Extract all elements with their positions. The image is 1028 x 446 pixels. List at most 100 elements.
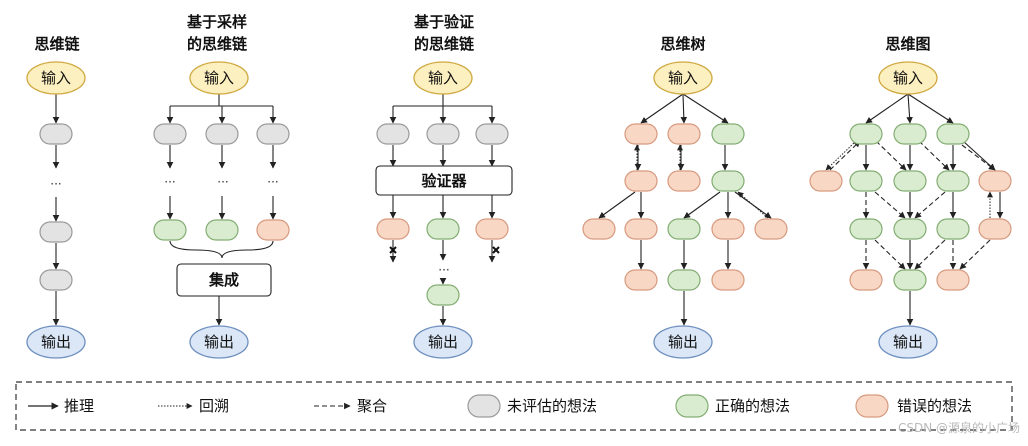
got-agg-0 bbox=[829, 140, 861, 171]
cot-thought-1 bbox=[39, 123, 73, 145]
tot-edge-input-l1-2 bbox=[682, 93, 729, 124]
tot-l4-0 bbox=[624, 269, 658, 291]
verify-thought-final bbox=[426, 284, 460, 306]
tot-l1-1 bbox=[667, 123, 701, 145]
tot-l4-1 bbox=[667, 269, 701, 291]
title-self-consistency-line1: 基于采样 bbox=[186, 13, 247, 31]
verify-reject-mark-right bbox=[492, 246, 500, 254]
got-l3-1 bbox=[893, 218, 927, 240]
got-edge-input-l1-0 bbox=[865, 93, 909, 124]
input-label-sc: 输入 bbox=[204, 69, 234, 87]
output-label-sc: 输出 bbox=[204, 333, 234, 351]
output-label-verify: 输出 bbox=[428, 333, 458, 351]
got-edge-l1a-l2-0 bbox=[825, 140, 857, 171]
got-output-node bbox=[878, 325, 938, 359]
output-label-cot: 输出 bbox=[41, 333, 71, 351]
legend-unevaluated-swatch bbox=[467, 394, 501, 418]
tot-edge-input-l1-1 bbox=[680, 93, 688, 124]
tot-l3-2 bbox=[667, 218, 701, 240]
legend-correct-label: 正确的想法 bbox=[715, 397, 790, 415]
got-agg-4 bbox=[874, 191, 906, 219]
verify-thought-top-2 bbox=[475, 123, 509, 145]
tot-edge-input-l1-0 bbox=[640, 93, 684, 124]
legend-backtrack-label: 回溯 bbox=[199, 397, 229, 415]
title-chain-of-thought: 思维链 bbox=[34, 35, 80, 53]
verify-thought-top-1 bbox=[426, 123, 460, 145]
got-input-node bbox=[878, 61, 938, 95]
cot-thought-2 bbox=[39, 221, 73, 243]
legend-wrong-label: 错误的想法 bbox=[897, 397, 972, 415]
watermark: CSDN @源泉的小广场 bbox=[898, 420, 1020, 435]
got-agg-2 bbox=[918, 140, 950, 171]
tot-output-node bbox=[653, 325, 713, 359]
tot-l3-4 bbox=[754, 218, 788, 240]
legend-reasoning-label: 推理 bbox=[64, 397, 94, 415]
legend-frame bbox=[15, 381, 1013, 431]
ensemble-box bbox=[176, 263, 272, 297]
input-label-cot: 输入 bbox=[41, 69, 71, 87]
boxes-layer bbox=[176, 165, 513, 297]
got-l2-4 bbox=[978, 170, 1012, 192]
sc-thought-top-0 bbox=[153, 123, 187, 145]
got-agg-3 bbox=[961, 144, 996, 171]
sc-brace-left bbox=[169, 240, 223, 259]
nodes-layer bbox=[26, 61, 1012, 359]
tot-l2-1 bbox=[667, 170, 701, 192]
got-agg-1 bbox=[875, 140, 907, 171]
sc-input-node bbox=[189, 61, 249, 95]
input-label-verify: 输入 bbox=[428, 69, 458, 87]
tot-l1-2 bbox=[711, 123, 745, 145]
verify-thought-bottom-2 bbox=[475, 218, 509, 240]
verify-input-node bbox=[413, 61, 473, 95]
title-tree-of-thought: 思维树 bbox=[660, 35, 705, 53]
got-l3-3 bbox=[978, 218, 1012, 240]
edges-layer bbox=[52, 93, 1004, 326]
got-l3-2 bbox=[936, 218, 970, 240]
got-l3-0 bbox=[849, 218, 883, 240]
tot-l4-2 bbox=[711, 269, 745, 291]
got-l2-0 bbox=[809, 170, 843, 192]
verify-thought-bottom-1 bbox=[426, 218, 460, 240]
output-label-tot: 输出 bbox=[668, 333, 698, 351]
got-l2-2 bbox=[893, 170, 927, 192]
sc-thought-bottom-0 bbox=[153, 219, 187, 241]
got-l1-2 bbox=[936, 123, 970, 145]
got-agg-6 bbox=[874, 239, 906, 270]
legend: 推理 回溯 聚合 未评估的想法 正确的想法 错误的想法 bbox=[15, 381, 1013, 431]
input-label-tot: 输入 bbox=[668, 69, 698, 87]
sc-thought-top-2 bbox=[256, 123, 290, 145]
verify-thought-bottom-0 bbox=[376, 218, 410, 240]
title-self-consistency-line2: 的思维链 bbox=[187, 35, 248, 53]
got-edge-input-l1-2 bbox=[907, 93, 954, 124]
got-agg-8 bbox=[959, 239, 991, 270]
got-l4-1 bbox=[893, 269, 927, 291]
output-label-got: 输出 bbox=[893, 333, 923, 351]
legend-aggregate-label: 聚合 bbox=[357, 397, 387, 415]
tot-l2-2 bbox=[711, 170, 745, 192]
sc-thought-bottom-1 bbox=[205, 219, 239, 241]
ensemble-label: 集成 bbox=[208, 271, 239, 289]
ellipsis-cot: ··· bbox=[50, 177, 61, 191]
sc-output-node bbox=[189, 325, 249, 359]
verify-reject-mark-left bbox=[389, 246, 397, 254]
legend-correct-swatch bbox=[675, 394, 709, 418]
sc-thought-bottom-2 bbox=[256, 219, 290, 241]
ellipsis-sc-left: ··· bbox=[164, 175, 175, 189]
got-l2-1 bbox=[849, 170, 883, 192]
tot-backtrack-2 bbox=[737, 191, 769, 219]
tot-edge-l2c-l3-2 bbox=[683, 191, 721, 219]
title-graph-of-thought: 思维图 bbox=[885, 35, 930, 53]
tot-l3-1 bbox=[624, 218, 658, 240]
cot-thought-3 bbox=[39, 269, 73, 291]
got-l2-3 bbox=[936, 170, 970, 192]
title-verification-line1: 基于验证 bbox=[413, 13, 474, 31]
legend-unevaluated-label: 未评估的想法 bbox=[507, 397, 597, 415]
input-label-got: 输入 bbox=[893, 69, 923, 87]
got-l1-0 bbox=[849, 123, 883, 145]
tot-l1-0 bbox=[624, 123, 658, 145]
tot-edge-l2c-l3-4 bbox=[734, 191, 772, 219]
got-l4-0 bbox=[849, 269, 883, 291]
sc-thought-top-1 bbox=[205, 123, 239, 145]
verifier-label: 验证器 bbox=[421, 172, 467, 190]
